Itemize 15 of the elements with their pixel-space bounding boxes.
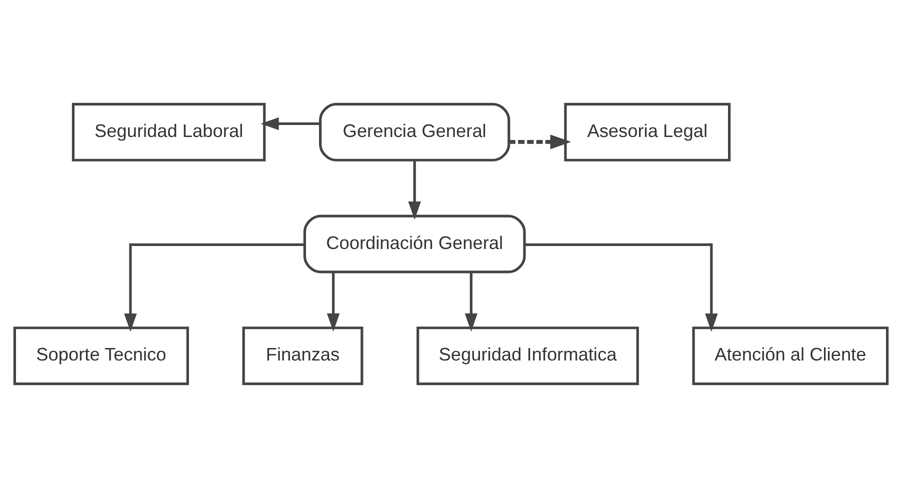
arrow [408,160,421,220]
arrow [326,272,340,332]
node-box: Seguridad Laboral [72,102,266,161]
node-box: Seguridad Informatica [416,326,639,385]
node-box: Coordinación General [303,214,526,273]
node-box: Asesoria Legal [564,102,731,161]
arrow [508,134,572,149]
arrow [124,242,304,332]
node-box: Finanzas [242,326,364,385]
node-box: Gerencia General [319,102,510,161]
node-box: Soporte Tecnico [13,326,189,385]
arrow [260,116,320,130]
arrow [464,272,478,332]
node-box: Atención al Cliente [692,326,889,385]
arrow [524,242,718,332]
